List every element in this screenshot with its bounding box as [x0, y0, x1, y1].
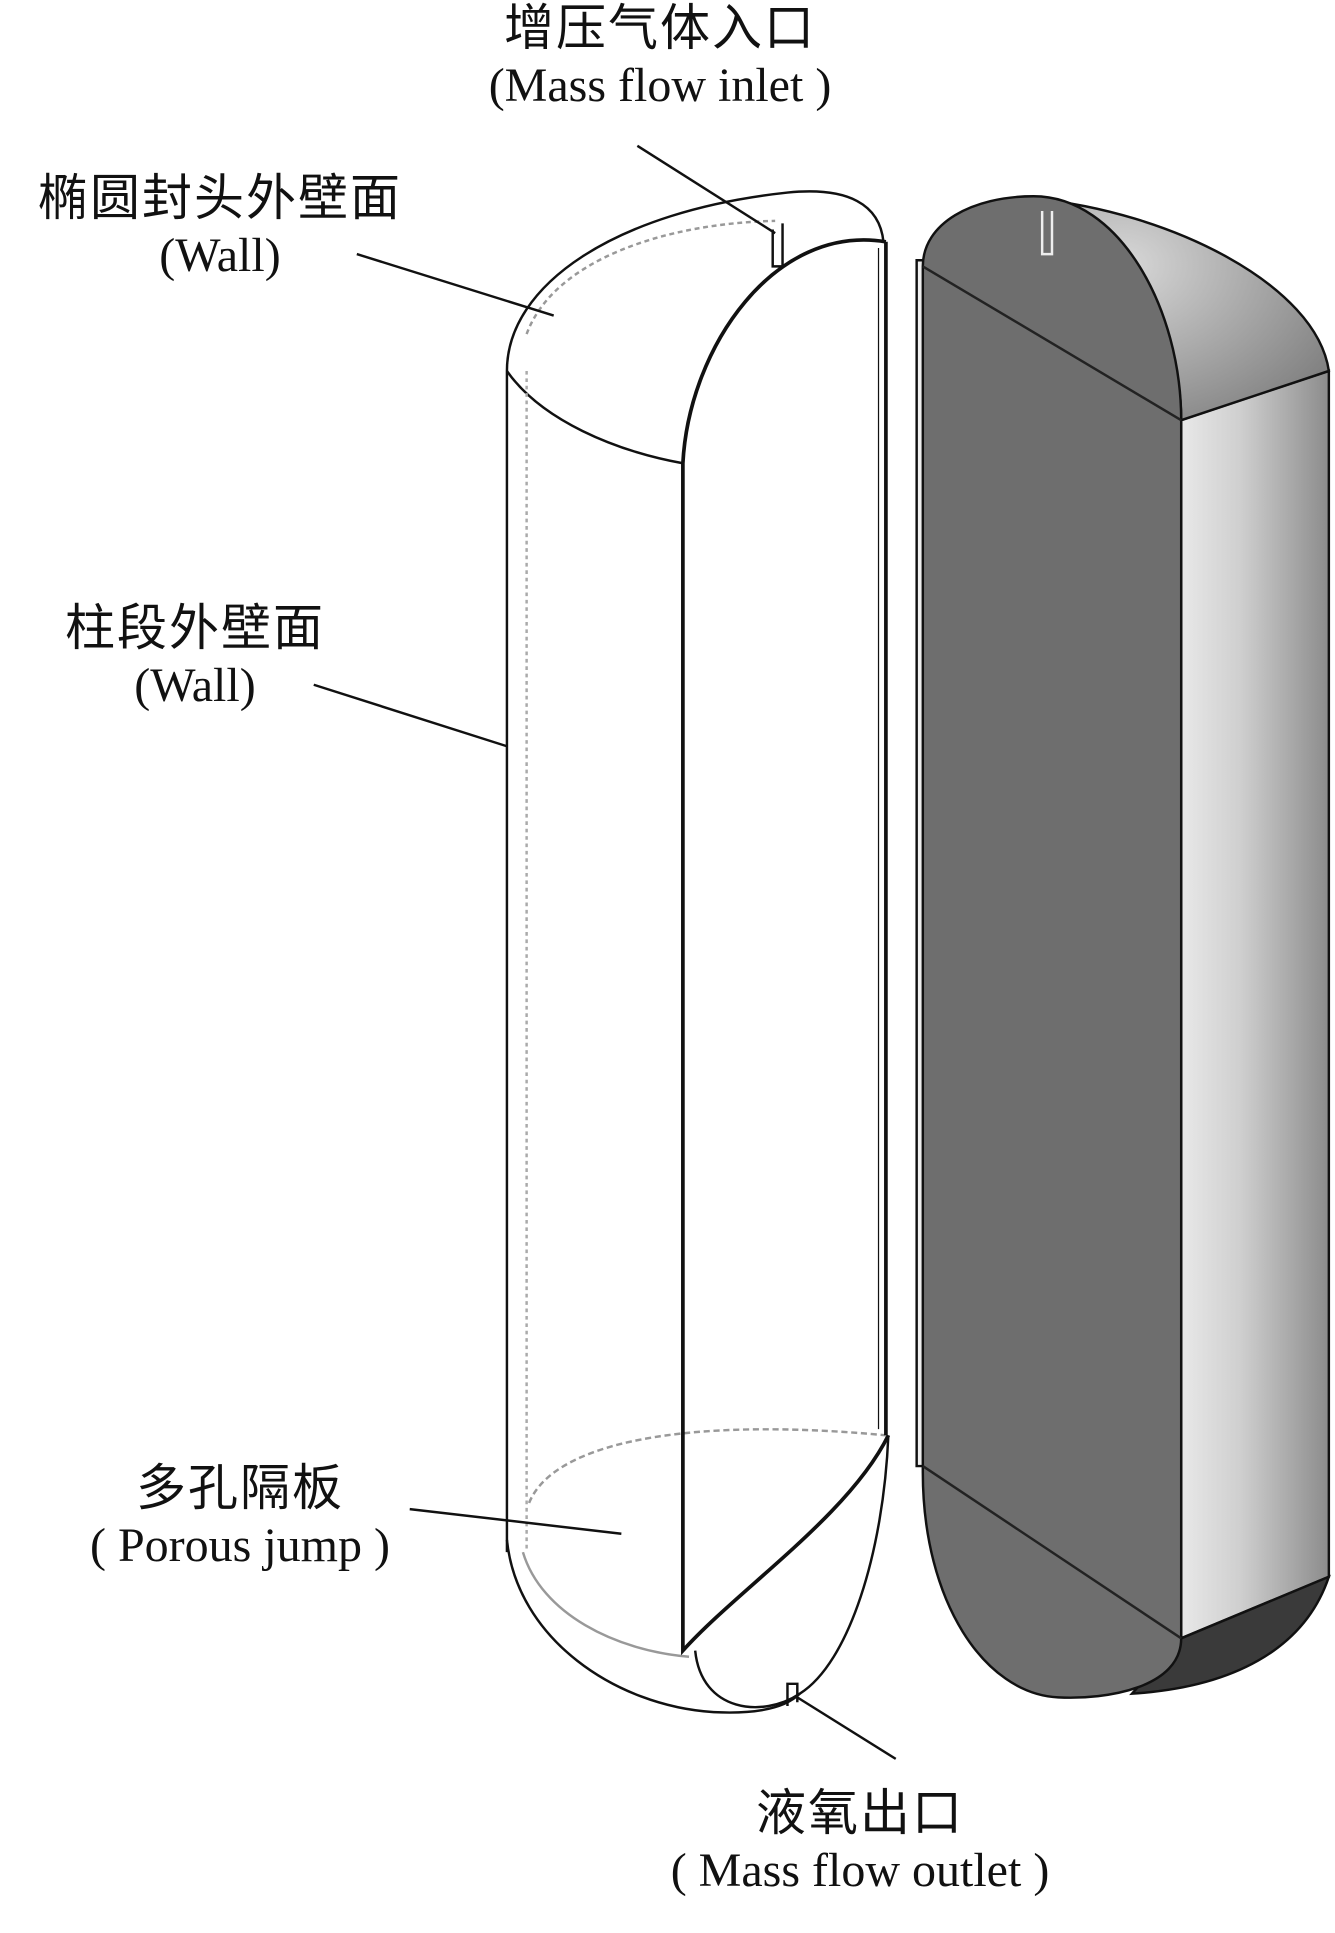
label-head-wall: 椭圆封头外壁面 (Wall) — [0, 169, 440, 283]
label-column-wall-zh: 柱段外壁面 — [65, 599, 325, 657]
label-inlet-zh: 增压气体入口 — [504, 0, 816, 57]
label-outlet-en: ( Mass flow outlet ) — [670, 1843, 1050, 1897]
left-half-shell — [505, 190, 891, 1714]
right-half-shell — [915, 195, 1331, 1699]
label-mass-flow-inlet: 增压气体入口 (Mass flow inlet ) — [420, 0, 900, 113]
label-column-wall-en: (Wall) — [134, 658, 256, 712]
label-head-wall-en: (Wall) — [159, 228, 281, 282]
label-outlet-zh: 液氧出口 — [756, 1784, 964, 1842]
label-mass-flow-outlet: 液氧出口 ( Mass flow outlet ) — [590, 1784, 1130, 1898]
label-porous-jump: 多孔隔板 ( Porous jump ) — [30, 1459, 450, 1573]
label-column-wall: 柱段外壁面 (Wall) — [20, 599, 370, 713]
label-inlet-en: (Mass flow inlet ) — [488, 58, 832, 112]
leader-lines — [313, 144, 897, 1760]
label-porous-en: ( Porous jump ) — [90, 1518, 390, 1572]
label-head-wall-zh: 椭圆封头外壁面 — [38, 169, 402, 227]
label-porous-zh: 多孔隔板 — [136, 1459, 344, 1517]
